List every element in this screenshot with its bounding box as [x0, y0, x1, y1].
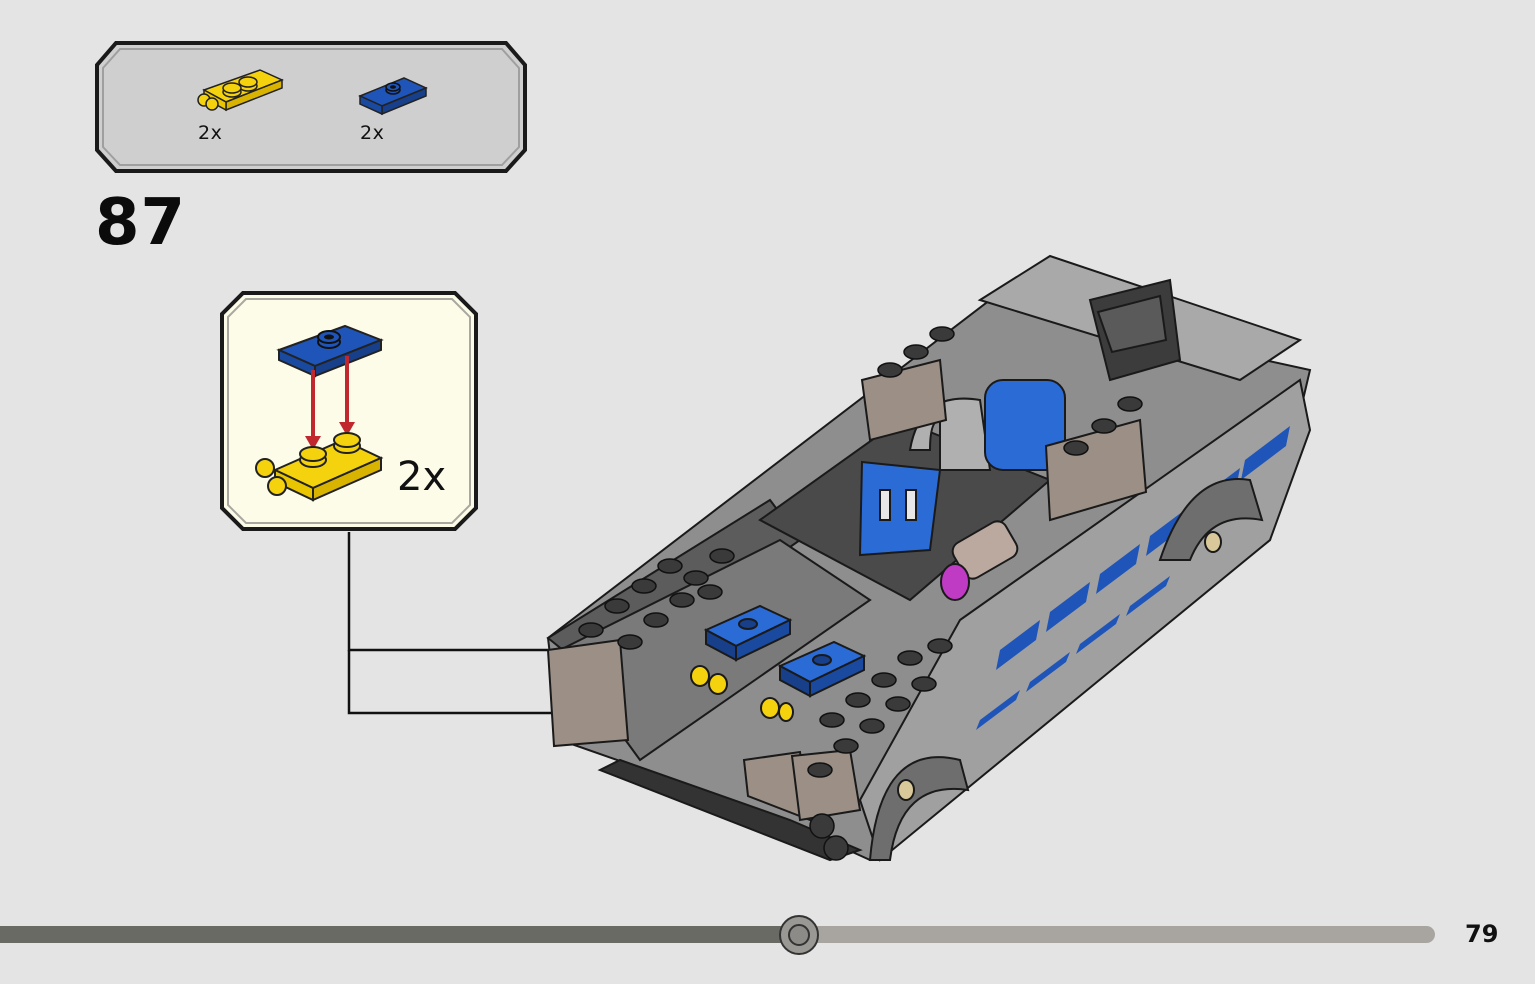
progress-knob	[779, 915, 819, 955]
sub-assembly-frame	[220, 291, 478, 531]
part-2-quantity: 2x	[360, 122, 385, 144]
blue-plate-1x2-jumper-icon	[356, 70, 466, 170]
parts-list-frame	[95, 41, 527, 173]
model-studs	[578, 326, 1143, 861]
parts-list-box: 2x 2x	[94, 40, 528, 174]
part-1-quantity: 2x	[198, 122, 223, 144]
progress-track	[0, 926, 1435, 943]
race-car-model	[546, 254, 1312, 862]
sub-assembly-callout: 2x	[219, 290, 479, 532]
page-number: 79	[1465, 920, 1499, 948]
yellow-clip-plate-icon	[255, 432, 384, 502]
yellow-plate-with-clip-icon	[190, 62, 300, 162]
step-number: 87	[95, 186, 187, 260]
progress-fill	[0, 926, 799, 943]
assembly-arrows-icon	[305, 356, 355, 450]
sub-assembly-quantity: 2x	[397, 454, 447, 500]
